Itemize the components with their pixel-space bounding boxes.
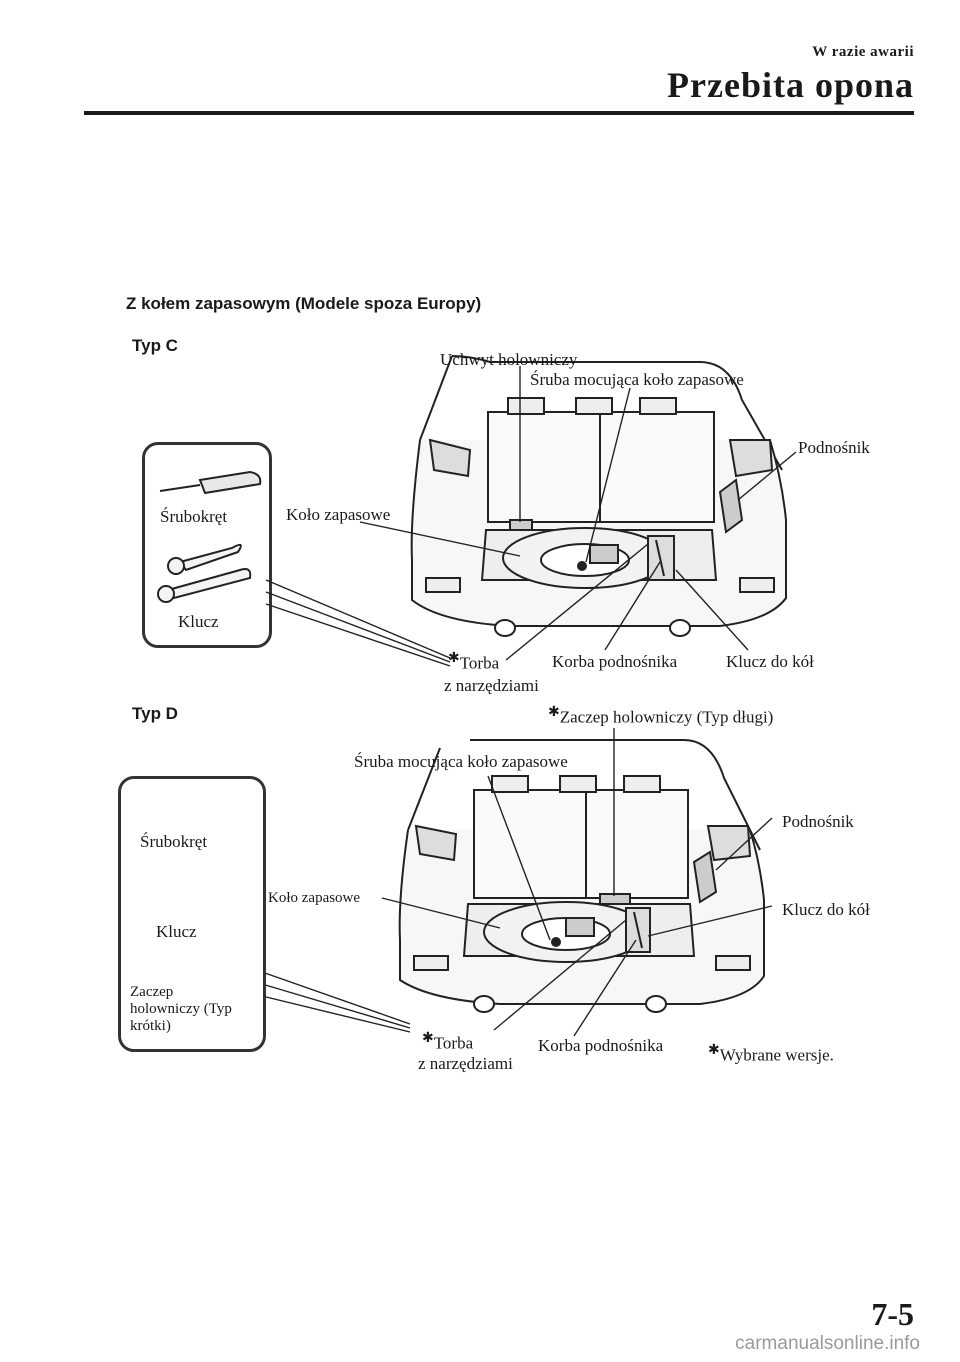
label-short-hook: Zaczep holowniczy (Typ krótki) bbox=[130, 984, 232, 1034]
type-c-leader-lines bbox=[265, 366, 797, 667]
page-number: 7-5 bbox=[871, 1296, 914, 1332]
asterisk-mark: ✱ bbox=[448, 651, 460, 666]
label-spare-bolt-d: Śruba mocująca koło zapasowe bbox=[354, 752, 568, 771]
label-jack: Podnośnik bbox=[798, 438, 870, 457]
car-rear-type-c bbox=[410, 355, 787, 637]
header-rule bbox=[84, 111, 914, 115]
watermark: carmanualsonline.info bbox=[735, 1333, 920, 1354]
label-lug-wrench: Klucz do kół bbox=[726, 652, 814, 671]
subheading: Z kołem zapasowym (Modele spoza Europy) bbox=[126, 294, 482, 313]
type-d-leader-lines bbox=[261, 728, 773, 1037]
label-screwdriver-d: Śrubokręt bbox=[140, 832, 208, 851]
wrench-icon bbox=[157, 543, 252, 603]
type-c-toolbox bbox=[142, 442, 272, 648]
label-screwdriver: Śrubokręt bbox=[160, 507, 228, 526]
label-spare-wheel-d: Koło zapasowe bbox=[268, 890, 361, 906]
screwdriver-icon bbox=[159, 470, 262, 495]
type-d-label: Typ D bbox=[132, 704, 178, 723]
label-tool-bag-2: z narzędziami bbox=[444, 676, 539, 695]
label-jack-handle: Korba podnośnika bbox=[552, 652, 678, 671]
label-wrench: Klucz bbox=[178, 612, 219, 631]
label-spare-wheel: Koło zapasowe bbox=[286, 505, 391, 524]
label-jack-handle-d: Korba podnośnika bbox=[538, 1036, 664, 1055]
label-wrench-d: Klucz bbox=[156, 922, 197, 941]
label-jack-d: Podnośnik bbox=[782, 812, 854, 831]
car-rear-type-d bbox=[398, 739, 765, 1013]
label-lug-wrench-d: Klucz do kół bbox=[782, 900, 870, 919]
type-c-label: Typ C bbox=[132, 336, 178, 355]
label-tool-bag-d-2: z narzędziami bbox=[418, 1054, 513, 1073]
label-tool-bag-d: ✱Torba bbox=[422, 1031, 474, 1053]
page-title: Przebita opona bbox=[667, 65, 914, 105]
label-long-hook: ✱Zaczep holowniczy (Typ długi) bbox=[548, 705, 774, 727]
footnote: ✱Wybrane wersje. bbox=[708, 1043, 834, 1065]
label-tool-bag: ✱Torba bbox=[448, 651, 500, 673]
label-spare-bolt: Śruba mocująca koło zapasowe bbox=[530, 370, 744, 389]
label-tow-hook: Uchwyt holowniczy bbox=[440, 350, 578, 369]
section-title: W razie awarii bbox=[812, 44, 914, 60]
type-d-toolbox bbox=[118, 776, 266, 1052]
